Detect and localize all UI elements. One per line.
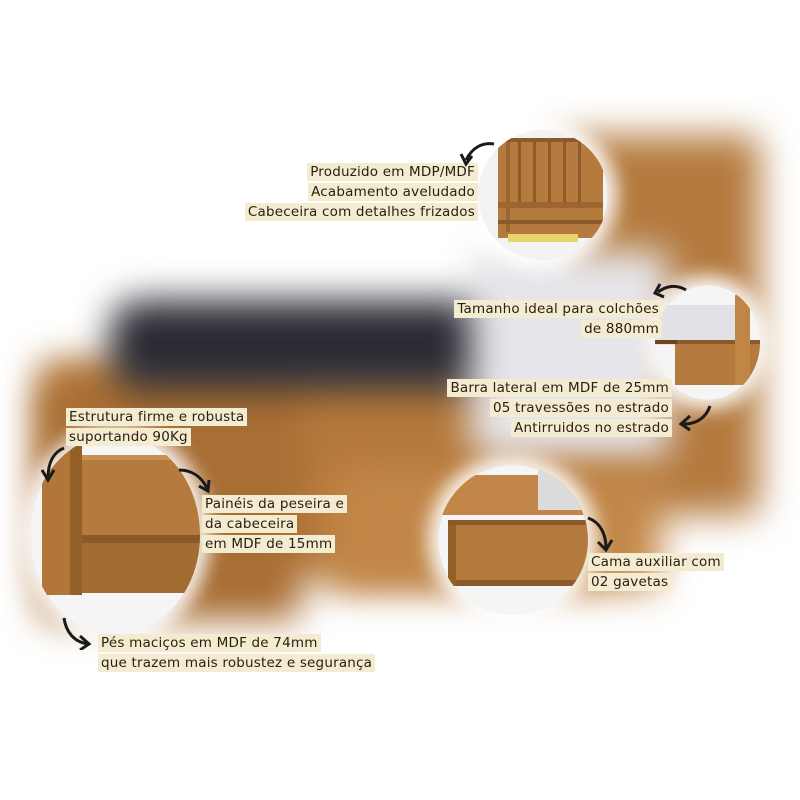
callout-feet: Pés maciços em MDF de 74mm que trazem ma…	[98, 634, 376, 672]
curved-arrow-icon	[40, 446, 65, 483]
callout-side-rail-line-2: 05 travessões no estrado	[489, 399, 672, 417]
callout-headboard-line-3: Cabeceira com detalhes frizados	[244, 203, 478, 221]
curved-arrow-icon	[459, 142, 495, 167]
aux-bed-detail-image	[438, 465, 588, 615]
callout-mattress-line-1: Tamanho ideal para colchões	[454, 300, 662, 318]
callout-side-rail-line-3: Antirruidos no estrado	[511, 419, 672, 437]
callout-structure-line-2: suportando 90Kg	[66, 428, 191, 446]
callout-side-rail: Barra lateral em MDF de 25mm 05 travessõ…	[447, 379, 672, 437]
callout-feet-line-2: que trazem mais robustez e segurança	[98, 654, 376, 672]
callout-mattress-line-2: de 880mm	[581, 320, 662, 338]
callout-panels-line-2: da cabeceira	[202, 515, 298, 533]
structure-detail-image	[30, 435, 200, 635]
curved-arrow-icon	[587, 516, 614, 553]
curved-arrow-icon	[652, 283, 687, 299]
callout-mattress-size: Tamanho ideal para colchões de 880mm	[454, 300, 662, 338]
callout-headboard-line-1: Produzido em MDP/MDF	[307, 163, 478, 181]
callout-side-rail-line-1: Barra lateral em MDF de 25mm	[447, 379, 672, 397]
headboard-detail-circle	[478, 130, 608, 260]
callout-panels-line-3: em MDF de 15mm	[202, 535, 336, 553]
callout-aux-bed-line-1: Cama auxiliar com	[588, 553, 724, 571]
side-rail-detail-image	[655, 285, 760, 400]
callout-headboard-line-2: Acabamento aveludado	[308, 183, 478, 201]
callout-panels: Painéis da peseira e da cabeceira em MDF…	[202, 495, 348, 553]
structure-detail-circle	[30, 435, 200, 635]
side-rail-detail-circle	[655, 285, 760, 400]
callout-feet-line-1: Pés maciços em MDF de 74mm	[98, 634, 321, 652]
curved-arrow-icon	[62, 617, 92, 650]
aux-bed-detail-circle	[438, 465, 588, 615]
callout-aux-bed: Cama auxiliar com 02 gavetas	[588, 553, 724, 591]
callout-structure: Estrutura firme e robusta suportando 90K…	[66, 408, 248, 446]
headboard-detail-image	[478, 130, 608, 260]
callout-aux-bed-line-2: 02 gavetas	[588, 573, 672, 591]
callout-panels-line-1: Painéis da peseira e	[202, 495, 348, 513]
callout-headboard: Produzido em MDP/MDF Acabamento aveludad…	[244, 163, 478, 221]
curved-arrow-icon	[678, 405, 712, 432]
curved-arrow-icon	[178, 468, 211, 494]
callout-structure-line-1: Estrutura firme e robusta	[66, 408, 248, 426]
